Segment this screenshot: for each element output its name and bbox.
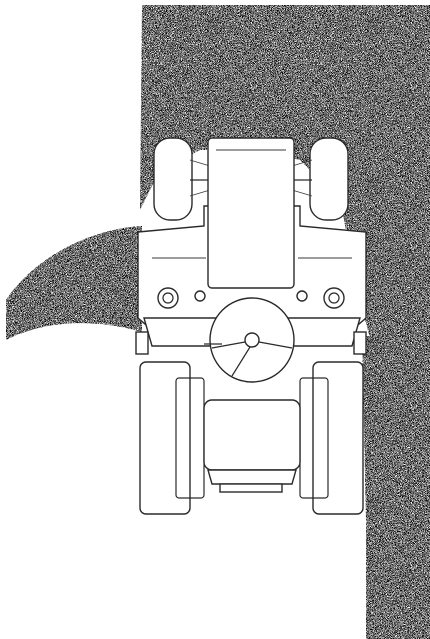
light-left-inner xyxy=(162,292,174,304)
gravel-right-strip xyxy=(362,336,430,639)
light-left xyxy=(157,287,179,309)
steering-link-right xyxy=(291,159,313,197)
steering-wheel-hub xyxy=(244,332,260,348)
steering-wheel-spokes xyxy=(211,341,293,377)
light-right-inner xyxy=(328,292,340,304)
light-right xyxy=(323,287,345,309)
seat-back xyxy=(207,469,297,485)
hood xyxy=(207,137,295,289)
step-left xyxy=(135,331,149,355)
rear-wheel-right xyxy=(312,361,364,515)
step-right xyxy=(353,331,367,355)
rear-wheel-left xyxy=(139,361,191,515)
tractor xyxy=(135,137,367,515)
front-wheel-left xyxy=(153,137,193,221)
seat-base xyxy=(203,399,301,471)
control-knob-right xyxy=(296,290,308,302)
gravel-left-patch xyxy=(6,226,142,340)
drawbar xyxy=(219,483,283,493)
steering-link-left xyxy=(189,159,211,197)
front-wheel-right xyxy=(309,137,349,221)
control-knob-left xyxy=(194,290,206,302)
